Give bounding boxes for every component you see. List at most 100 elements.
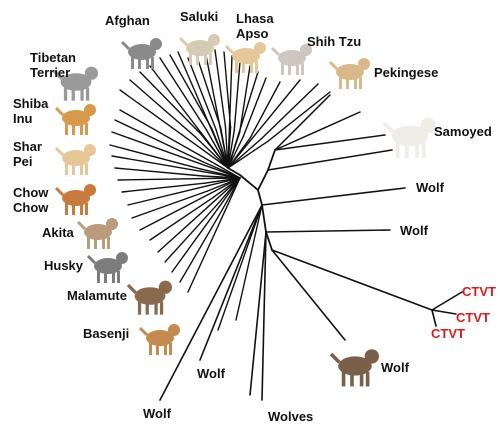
tree-branch bbox=[227, 128, 231, 169]
wolf-icon bbox=[329, 349, 379, 387]
tree-branch bbox=[204, 49, 221, 128]
tree-branch bbox=[249, 81, 281, 139]
tree-branch bbox=[227, 137, 263, 169]
tree-branch bbox=[205, 177, 241, 187]
tree-branch bbox=[252, 79, 301, 138]
tree-branch bbox=[267, 91, 331, 143]
tree-branch bbox=[187, 57, 217, 131]
tree-branch bbox=[200, 170, 241, 179]
tree-branch bbox=[189, 139, 229, 169]
label-saluki: Saluki bbox=[180, 9, 219, 24]
ctvt-branch bbox=[431, 309, 457, 315]
label-wolf-lower-right: Wolf bbox=[381, 360, 409, 375]
tree-branch bbox=[219, 125, 229, 169]
tree-branch bbox=[177, 51, 212, 129]
husky-dog-icon bbox=[86, 252, 128, 283]
label-wolf-upper: Wolf bbox=[416, 180, 444, 195]
tree-branch bbox=[149, 65, 202, 134]
label-wolf-bottom: Wolf bbox=[143, 406, 171, 421]
label-ctvt-3: CTVT bbox=[431, 326, 465, 341]
tree-branch bbox=[169, 54, 213, 130]
pekingese-dog-icon bbox=[328, 58, 370, 89]
tree-branch bbox=[179, 209, 223, 283]
tree-branch bbox=[117, 177, 205, 181]
tree-branch bbox=[139, 71, 202, 136]
tree-branch bbox=[139, 192, 211, 231]
malamute-dog-icon bbox=[126, 280, 172, 315]
trunk-branch bbox=[267, 149, 276, 171]
tree-branch bbox=[187, 211, 226, 293]
tree-branch bbox=[199, 131, 229, 169]
tree-branch bbox=[205, 128, 229, 169]
wolf-branch bbox=[159, 204, 263, 401]
tree-branch bbox=[227, 136, 254, 169]
label-shih-tzu: Shih Tzu bbox=[307, 34, 362, 49]
label-shiba-inu: Shiba Inu bbox=[13, 96, 49, 126]
tree-branch bbox=[237, 71, 259, 136]
tree-branch bbox=[200, 163, 241, 179]
dog-illustrations bbox=[52, 34, 436, 387]
tree-branch bbox=[159, 57, 207, 131]
tree-branch bbox=[164, 203, 219, 263]
tree-branch bbox=[238, 65, 251, 134]
tree-branch bbox=[267, 149, 393, 171]
tree-branch bbox=[111, 131, 203, 165]
wolf-branch bbox=[261, 187, 406, 206]
tree-branch bbox=[227, 140, 269, 169]
basenji-dog-icon bbox=[138, 324, 180, 355]
tree-branch bbox=[242, 77, 267, 138]
tree-branch bbox=[111, 155, 203, 173]
tree-branch bbox=[109, 144, 202, 170]
tree-branch bbox=[228, 55, 233, 130]
trunk-branch bbox=[227, 167, 241, 176]
tree-branch bbox=[114, 167, 204, 177]
samoyed-dog-icon bbox=[382, 117, 436, 159]
tree-branch bbox=[195, 53, 222, 129]
label-malamute: Malamute bbox=[67, 288, 127, 303]
label-husky: Husky bbox=[44, 258, 84, 273]
ctvt-branch bbox=[431, 309, 437, 327]
label-wolf-center: Wolf bbox=[197, 366, 225, 381]
tree-branches bbox=[109, 49, 463, 401]
wolf-branch bbox=[265, 229, 391, 233]
trunk-branch bbox=[257, 189, 263, 206]
label-tibetan-terrier: Tibetan Terrier bbox=[30, 50, 76, 80]
label-akita: Akita bbox=[42, 225, 74, 240]
label-wolf-right: Wolf bbox=[400, 223, 428, 238]
label-ctvt-2: CTVT bbox=[456, 310, 490, 325]
tree-branch bbox=[209, 126, 229, 169]
tree-branch bbox=[131, 190, 209, 219]
tree-branch bbox=[209, 177, 241, 195]
tree-branch bbox=[223, 177, 241, 213]
label-basenji: Basenji bbox=[83, 326, 130, 341]
tree-branch bbox=[227, 130, 235, 169]
trunk-branch bbox=[265, 231, 273, 251]
tree-branch bbox=[235, 204, 263, 321]
label-lhasa-apso: Lhasa Apso bbox=[236, 11, 274, 41]
akita-dog-icon bbox=[76, 218, 118, 249]
tree-branch bbox=[233, 61, 241, 132]
shar-pei-dog-icon bbox=[54, 144, 96, 175]
label-shar-pei: Shar Pei bbox=[13, 139, 42, 169]
tree-branch bbox=[217, 204, 263, 331]
tree-branch bbox=[127, 185, 208, 206]
tree-branch bbox=[274, 94, 331, 151]
wolves-branch bbox=[249, 231, 267, 396]
wolf-branch bbox=[199, 204, 263, 361]
label-ctvt-1: CTVT bbox=[462, 284, 496, 299]
tree-branch bbox=[202, 177, 241, 180]
label-pekingese: Pekingese bbox=[374, 65, 439, 80]
tree-branch bbox=[227, 135, 245, 169]
tree-branch bbox=[171, 205, 221, 273]
shiba-inu-dog-icon bbox=[54, 104, 96, 135]
tree-branch bbox=[203, 156, 241, 179]
afghan-dog-icon bbox=[120, 38, 162, 69]
tree-branch bbox=[121, 182, 206, 193]
lhasa-apso-dog-icon bbox=[224, 42, 266, 73]
label-afghan: Afghan bbox=[105, 13, 150, 28]
chow-chow-dog-icon bbox=[54, 184, 96, 215]
wolves-branch bbox=[261, 231, 267, 401]
label-samoyed: Samoyed bbox=[434, 124, 492, 139]
